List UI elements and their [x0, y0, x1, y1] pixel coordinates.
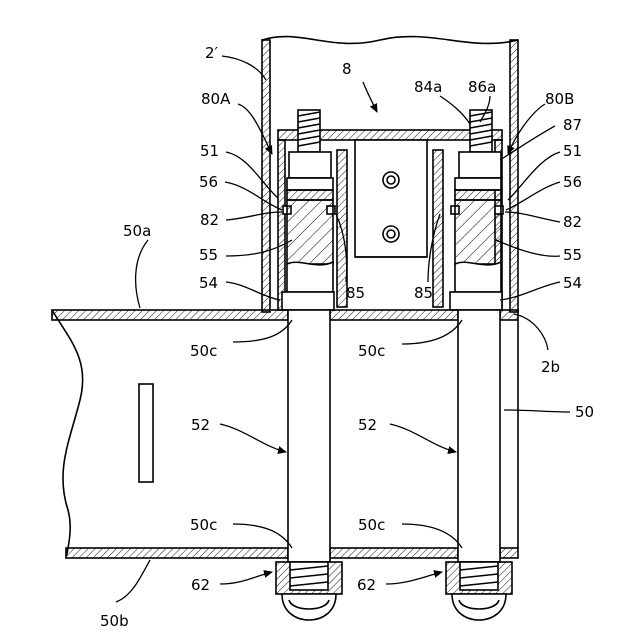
label-85-right: 85: [414, 284, 433, 302]
label-87: 87: [563, 116, 582, 134]
nut-62-left: [276, 562, 342, 620]
label-50c-2: 50c: [358, 342, 385, 360]
frame-member-50: [52, 310, 518, 558]
label-54-left: 54: [199, 274, 218, 292]
label-80B: 80B: [545, 90, 574, 108]
label-50a: 50a: [123, 222, 151, 240]
label-55-left: 55: [199, 246, 218, 264]
label-52-left: 52: [191, 416, 210, 434]
label-85-left: 85: [346, 284, 365, 302]
nut-62-right: [446, 562, 512, 620]
label-55-right: 55: [563, 246, 582, 264]
label-52-right: 52: [358, 416, 377, 434]
label-80A: 80A: [201, 90, 231, 108]
label-62-left: 62: [191, 576, 210, 594]
label-82-right: 82: [563, 213, 582, 231]
label-50b: 50b: [100, 612, 129, 630]
label-84a: 84a: [414, 78, 442, 96]
label-50: 50: [575, 403, 594, 421]
label-2b: 2b: [541, 358, 560, 376]
rod-52-left: [288, 310, 330, 562]
label-50c-4: 50c: [358, 516, 385, 534]
label-82-left: 82: [200, 211, 219, 229]
label-54-right: 54: [563, 274, 582, 292]
label-50c-3: 50c: [190, 516, 217, 534]
label-2prime: 2′: [205, 44, 219, 62]
label-50c-1: 50c: [190, 342, 217, 360]
label-62-right: 62: [357, 576, 376, 594]
label-56-left: 56: [199, 173, 218, 191]
label-51-left: 51: [200, 142, 219, 160]
rod-52-right: [458, 310, 500, 562]
label-86a: 86a: [468, 78, 496, 96]
label-8: 8: [342, 60, 352, 78]
label-56-right: 56: [563, 173, 582, 191]
label-51-right: 51: [563, 142, 582, 160]
